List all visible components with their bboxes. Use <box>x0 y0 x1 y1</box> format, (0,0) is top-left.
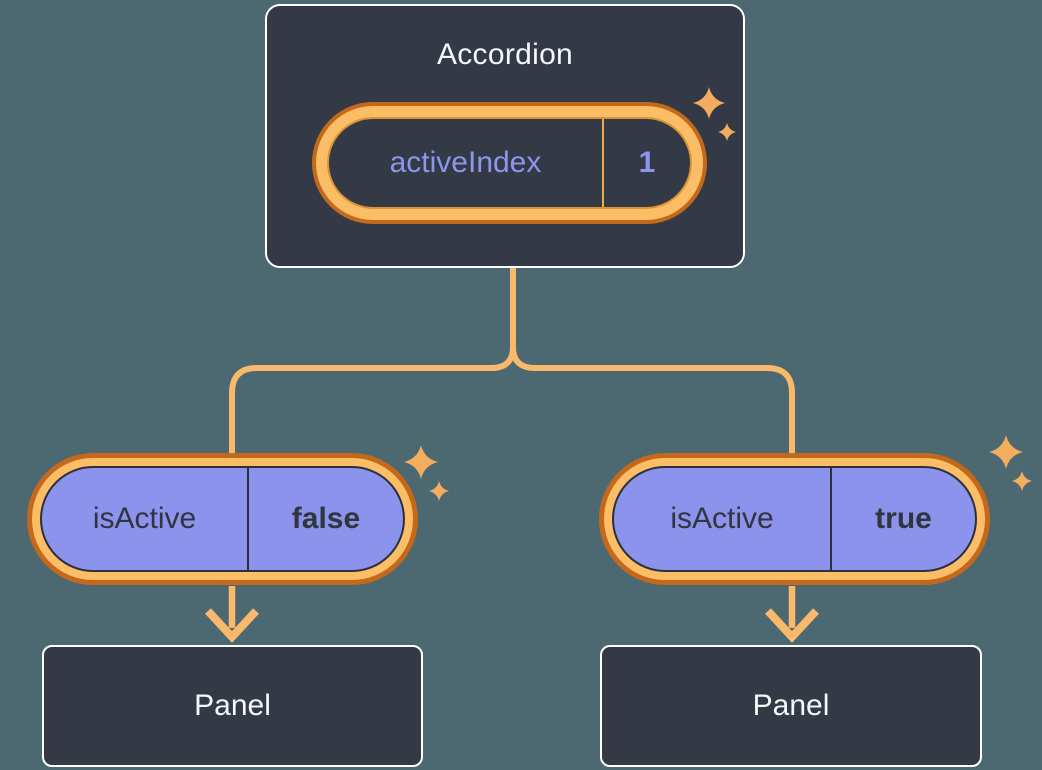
pill-divider <box>602 119 604 207</box>
prop-pill-is-active-true: isActive true <box>612 466 977 572</box>
sparkle-icon <box>404 445 449 501</box>
arrow-down-left-icon <box>205 586 259 643</box>
accordion-title: Accordion <box>436 38 574 71</box>
arrow-down-right-icon <box>765 586 819 643</box>
sparkle-icon <box>989 435 1032 491</box>
prop-pill-is-active-false: isActive false <box>40 466 405 572</box>
state-name-label: activeIndex <box>389 146 542 179</box>
tree-branch-left-line <box>229 346 516 456</box>
state-value-label: 1 <box>638 146 656 179</box>
pill-divider <box>247 468 249 570</box>
state-pill-active-index: activeIndex 1 <box>327 117 692 209</box>
prop-name-label: isActive <box>670 502 774 535</box>
panel-title: Panel <box>752 689 830 722</box>
prop-name-label: isActive <box>92 502 197 535</box>
panel-title: Panel <box>194 689 271 722</box>
tree-branch-right-line <box>510 346 795 456</box>
panel-component-box-right: Panel <box>600 645 982 767</box>
panel-component-box-left: Panel <box>42 645 423 767</box>
prop-value-label: true <box>875 502 932 535</box>
pill-divider <box>830 468 832 570</box>
prop-value-label: false <box>291 502 361 535</box>
